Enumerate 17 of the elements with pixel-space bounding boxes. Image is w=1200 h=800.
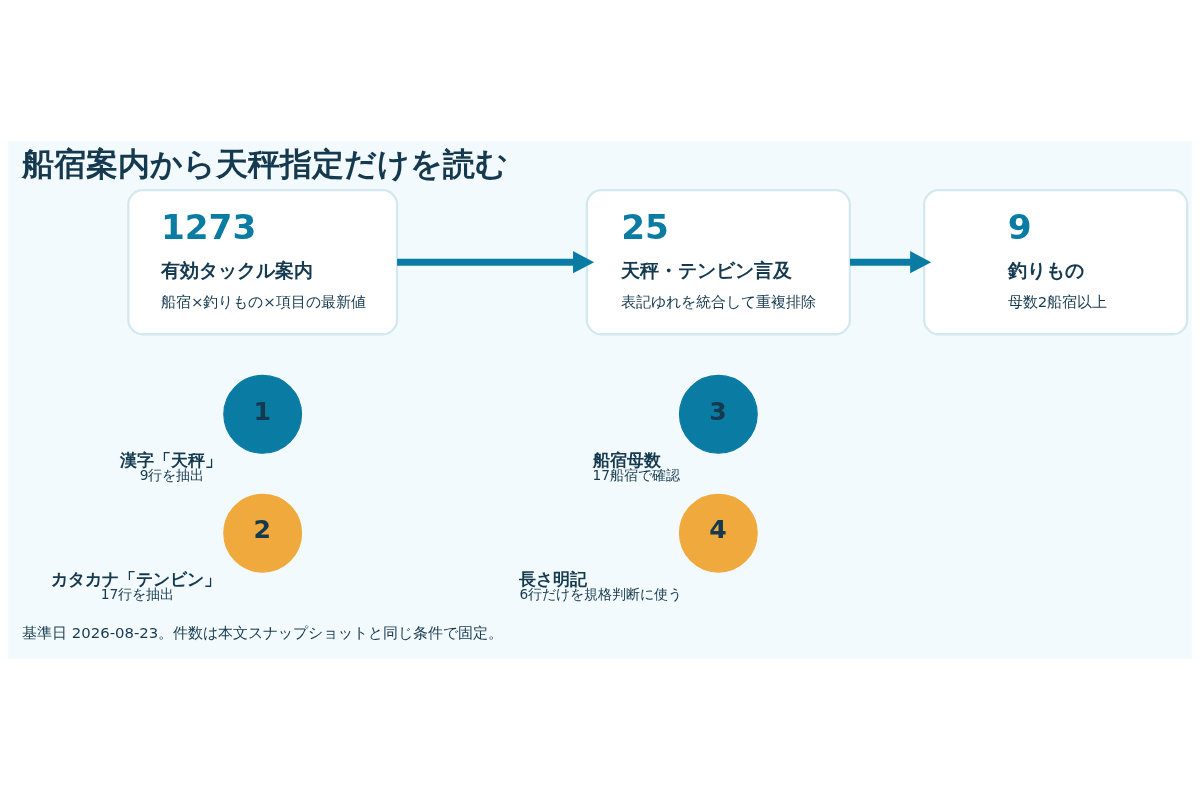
arrow xyxy=(850,251,932,274)
node-label: 9行を抽出 xyxy=(139,467,205,484)
node-circle: 3 xyxy=(678,374,758,454)
arrow xyxy=(397,251,595,274)
node-circle: 2 xyxy=(223,493,303,573)
node-circle: 1 xyxy=(223,374,303,454)
node-box: 1273 有効タックル案内 船宿×釣りもの×項目の最新値 xyxy=(127,189,399,336)
diagram-title: 船宿案内から天秤指定だけを読む xyxy=(21,144,508,183)
node-label: 長さ明記 xyxy=(519,568,588,589)
node-box: 25 天秤・テンビン言及 表記ゆれを統合して重複排除 xyxy=(585,189,851,336)
node-label: 漢字「天秤」 xyxy=(119,449,222,470)
node-box: 9 釣りもの 母数2船宿以上 xyxy=(923,189,1189,336)
caption: 基準日 2026-08-23。件数は本文スナップショットと同じ条件で固定。 xyxy=(22,623,504,642)
node-label: 船宿母数 xyxy=(592,449,661,470)
node-circle: 4 xyxy=(678,493,758,573)
node-label: 17行を抽出 xyxy=(100,586,175,603)
node-label: 6行だけを規格判断に使う xyxy=(519,586,683,603)
